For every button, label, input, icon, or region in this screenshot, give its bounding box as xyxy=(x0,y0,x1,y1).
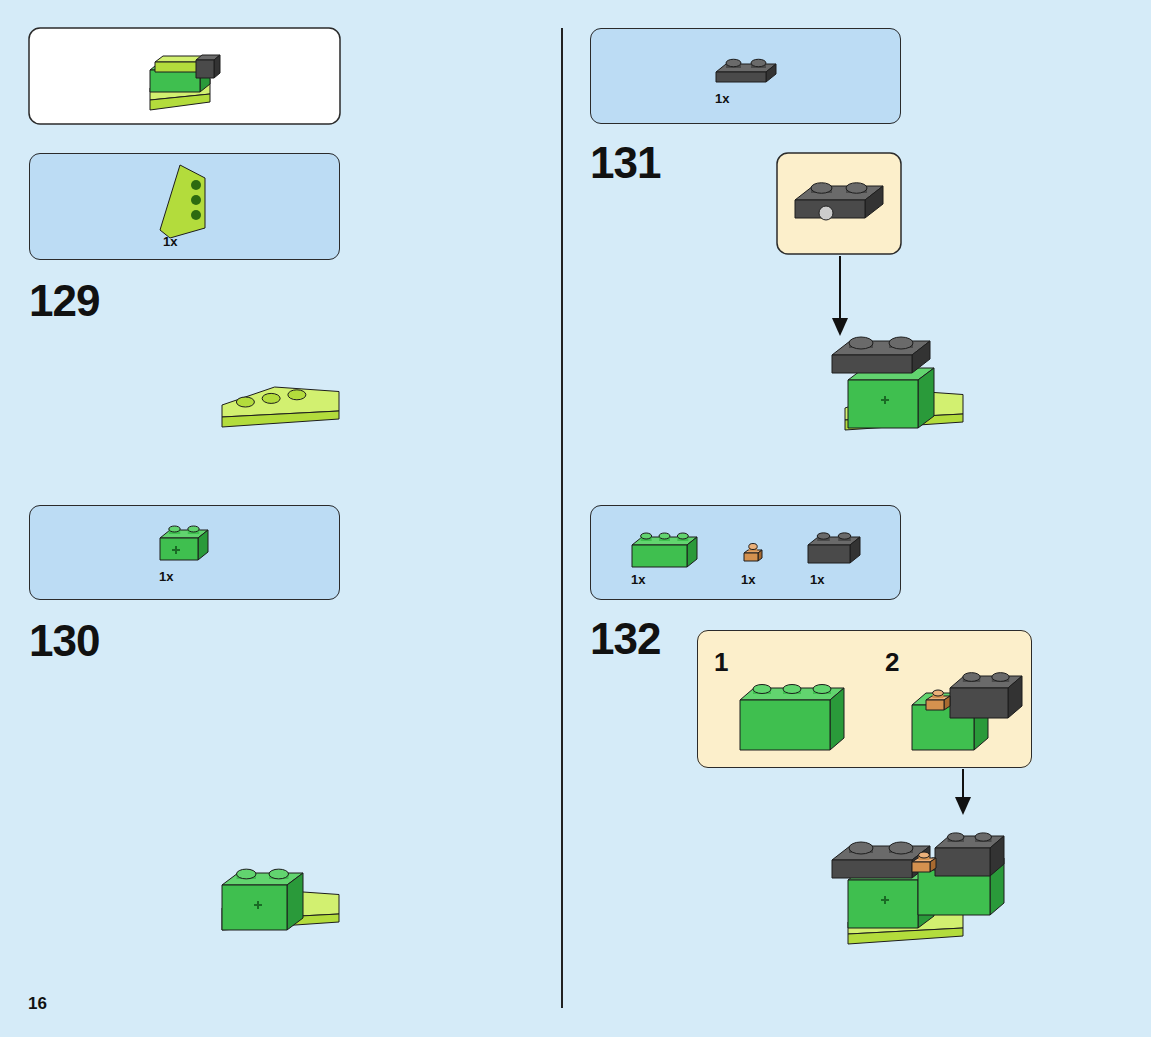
stud xyxy=(191,180,201,190)
part-count: 1x xyxy=(810,573,824,586)
axle-hole xyxy=(881,896,889,904)
axle-hole xyxy=(881,396,889,404)
step-number: 130 xyxy=(29,619,99,663)
parts-box-ground xyxy=(29,153,340,260)
brick xyxy=(222,869,303,930)
parts-box: 1x xyxy=(29,505,340,600)
stud xyxy=(191,210,201,220)
step-number: 132 xyxy=(590,617,660,661)
parts-box-ground xyxy=(29,505,340,600)
part-count: 1x xyxy=(715,92,729,105)
wedge-part xyxy=(160,165,205,238)
brick xyxy=(808,533,860,563)
parts-box: 1x 1x 1x xyxy=(590,505,901,600)
brick xyxy=(912,852,936,872)
brick xyxy=(935,833,1004,876)
brick xyxy=(795,183,883,218)
callout-box xyxy=(777,153,901,254)
brick xyxy=(744,544,762,562)
arrow-head xyxy=(955,797,971,815)
part-count: 1x xyxy=(741,573,755,586)
parts-box: 1x xyxy=(590,28,901,124)
brick xyxy=(832,337,930,373)
brick xyxy=(632,533,697,567)
parts-box: 1x xyxy=(29,153,340,260)
divider xyxy=(561,28,563,1008)
brick xyxy=(848,368,934,428)
substep-number: 2 xyxy=(885,649,899,675)
placement-arrow xyxy=(839,256,841,322)
brick xyxy=(926,690,950,710)
brick xyxy=(950,673,1022,718)
brick xyxy=(160,526,208,560)
step-number: 131 xyxy=(590,141,660,185)
brick xyxy=(196,55,220,78)
substep-number: 1 xyxy=(714,649,728,675)
step-number: 129 xyxy=(29,279,99,323)
arrow-head xyxy=(832,318,848,336)
pin-hole xyxy=(819,206,833,220)
part-count: 1x xyxy=(159,570,173,583)
page-number: 16 xyxy=(28,995,47,1012)
axle-hole xyxy=(172,546,180,554)
parts-box-ground xyxy=(590,505,901,600)
part-count: 1x xyxy=(163,235,177,248)
substep-box: 12 xyxy=(697,630,1032,768)
overview-box xyxy=(29,28,340,124)
brick xyxy=(716,59,776,82)
wedge-plate xyxy=(222,387,339,427)
parts-box-ground xyxy=(590,28,901,124)
part-count: 1x xyxy=(631,573,645,586)
brick xyxy=(740,685,844,751)
axle-hole xyxy=(254,901,262,909)
stud xyxy=(191,195,201,205)
substep-box-ground xyxy=(697,630,1032,768)
placement-arrow xyxy=(962,769,964,800)
